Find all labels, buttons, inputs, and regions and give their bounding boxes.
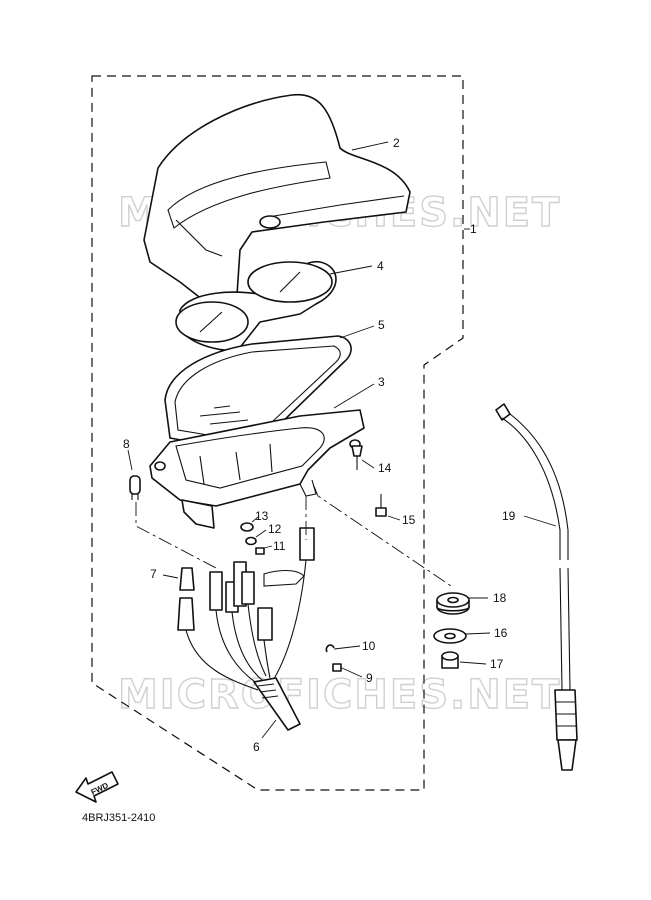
nut-part-9 (332, 663, 342, 672)
meter-case-part (149, 409, 365, 529)
callout-17: 17 (490, 657, 504, 671)
diagram-code: 4BRJ351-2410 (82, 812, 156, 824)
watermark-bottom: MICROFICHES.NET (118, 672, 561, 718)
assembly-boundary (91, 75, 464, 791)
callout-2: 2 (393, 136, 400, 150)
fwd-arrow-icon: FWD (75, 771, 119, 803)
callout-8: 8 (123, 437, 130, 451)
spacer-part-17 (441, 651, 459, 669)
callout-16: 16 (494, 626, 508, 640)
leader-lines (127, 141, 557, 739)
screw-part-15 (375, 494, 387, 517)
grommet-part-18 (436, 592, 470, 615)
callout-5: 5 (378, 318, 385, 332)
callout-14: 14 (378, 461, 392, 475)
chain-line-bulb (135, 502, 217, 569)
chain-line-grommet (313, 485, 455, 589)
collar-part-16 (433, 628, 467, 644)
callout-13: 13 (255, 509, 269, 523)
washer-part-12 (245, 536, 257, 546)
meter-cover-part (143, 93, 411, 319)
callout-11: 11 (273, 539, 286, 553)
callout-15: 15 (402, 513, 416, 527)
callout-6: 6 (253, 740, 260, 754)
speedometer-cable-part (495, 403, 578, 771)
callout-12: 12 (268, 522, 282, 536)
bulb-part-7 (179, 567, 195, 591)
screw-part-14 (351, 445, 363, 470)
callout-10: 10 (362, 639, 376, 653)
washer-part-13 (240, 522, 254, 532)
callout-19: 19 (502, 509, 516, 523)
callout-3: 3 (378, 375, 385, 389)
callout-1: 1 (470, 222, 477, 236)
screw-part-11 (255, 547, 265, 555)
bulb-part (129, 475, 141, 500)
callout-4: 4 (377, 259, 384, 273)
callout-7: 7 (150, 567, 157, 581)
wire-harness-part (177, 527, 315, 731)
callout-9: 9 (366, 671, 373, 685)
clip-part-10 (325, 644, 335, 653)
callout-18: 18 (493, 591, 507, 605)
